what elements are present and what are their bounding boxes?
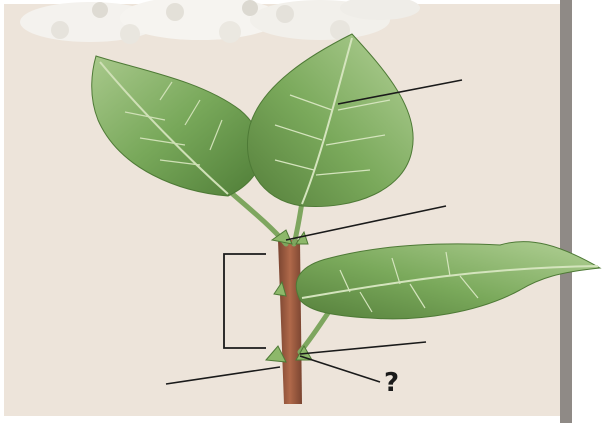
question-mark-label: ? [384, 368, 399, 398]
paper-edge-shadow [560, 0, 572, 423]
